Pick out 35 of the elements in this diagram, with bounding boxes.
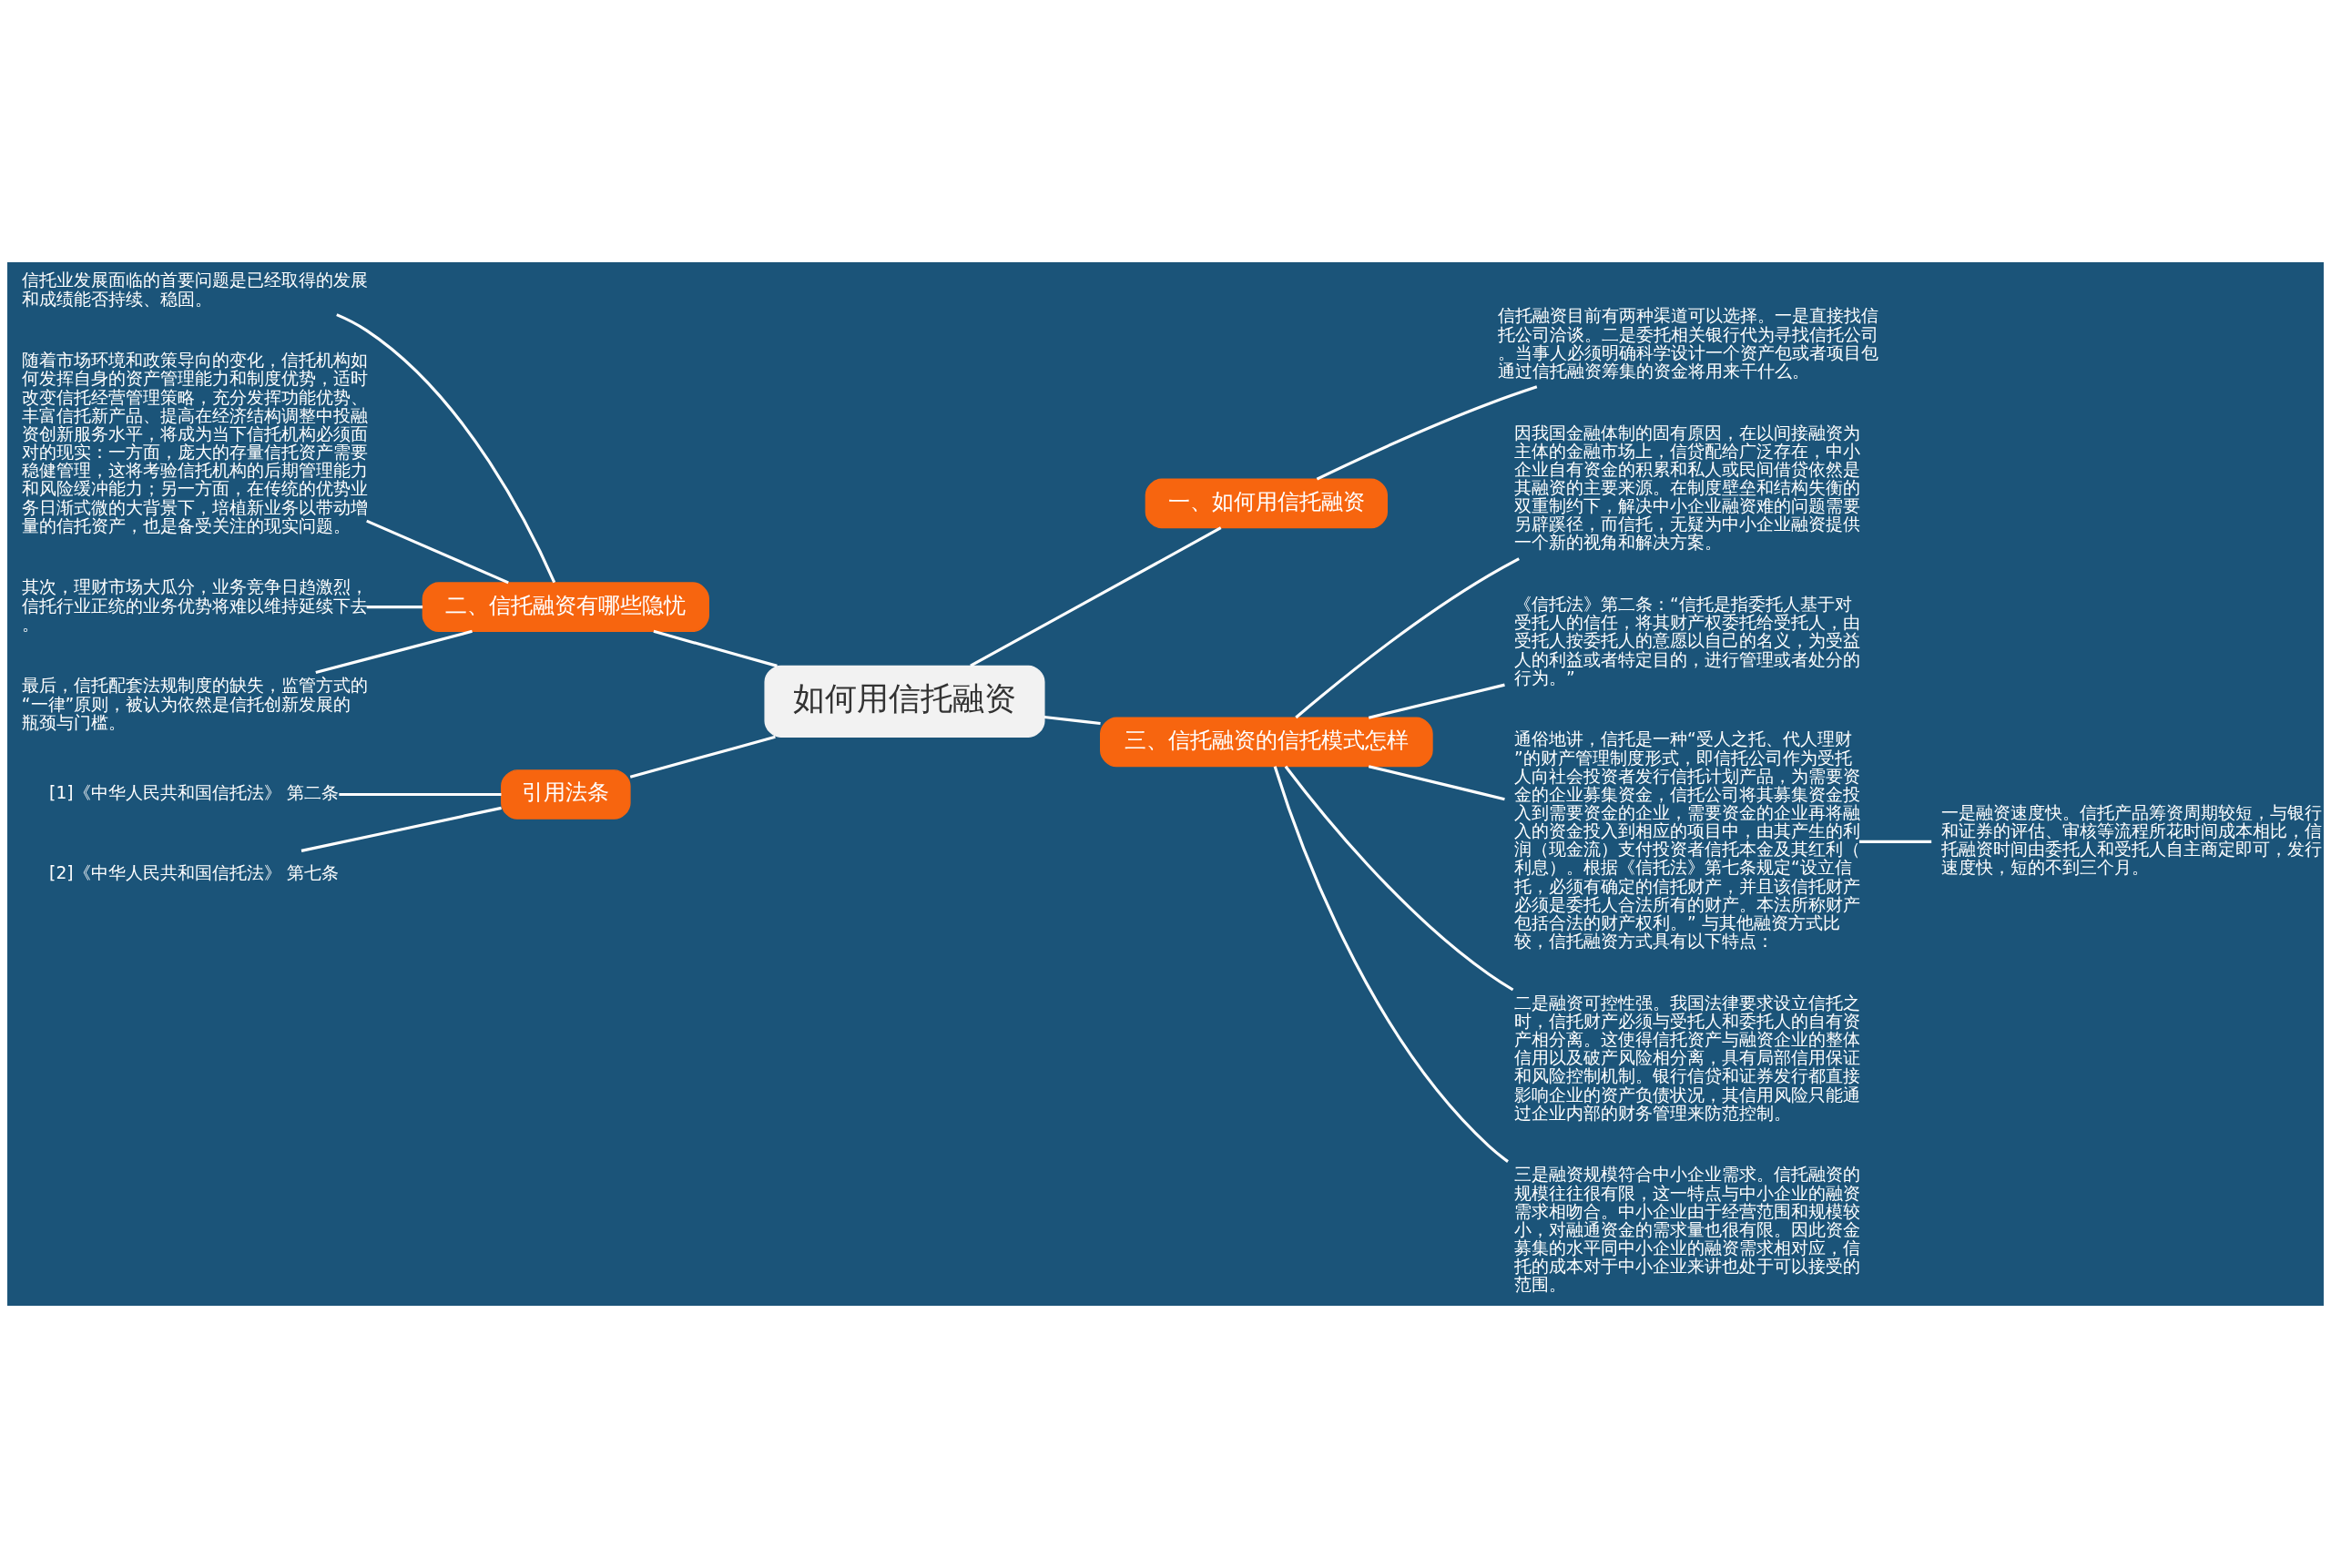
connector [653, 629, 778, 667]
connector [300, 806, 502, 852]
connector [1043, 715, 1101, 726]
node-box: 如何用信托融资 [764, 665, 1045, 738]
node-text: 最后，信托配套法规制度的缺失，监管方式的“一律”原则，被认为依然是信托创新发展的瓶颈与门槛。 [21, 676, 368, 732]
node-text: 通俗地讲，信托是一种“受人之托、代人理财”的财产管理制度形式，即信托公司作为受托人向社会投资者发行信托计划产品，为需要资金的企业募集资金，信托公司将其募集资金投入到需要资金的企业，需要资金的企业再将融入的资金投入到相应的项目中，由其产生的利润（现金流）支付投资者信托本金及其红利（利息）。根据《信托法》第七条规定“设立信托，必须有确定的信托财产，并且该信托财产必须是委托人合法所有的财产。本法所称财产包括合法的财产权利。” 与其他融资方式比较，信托融资方式具有以下特点： [1513, 729, 1860, 952]
connector [366, 519, 509, 585]
node-text: 随着市场环境和政策导向的变化，信托机构如何发挥自身的资产管理能力和制度优势，适时改变信托经营管理策略，充分发挥功能优势、丰富信托新产品、提高在经济结构调整中投融资创新服务水平，将成为当下信托机构必须面对的现实：一方面，庞大的存量信托资产需要稳健管理，这将考验信托机构的后期管理能力和风险缓冲能力；另一方面，在传统的优势业务日渐式微的大背景下，培植新业务以带动增量的信托资产，也是备受关注的现实问题。 [21, 351, 368, 535]
node-text: 二是融资可控性强。我国法律要求设立信托之时，信托财产必须与受托人和委托人的自有资产相分离。这使得信托资产与融资企业的整体信用以及破产风险相分离，具有局部信用保证和风险控制机制。银行信贷和证券发行都直接影响企业的资产负债状况，其信用风险只能通过企业内部的财务管理来防范控制。 [1513, 993, 1860, 1123]
connector [315, 629, 473, 675]
node-text: 三是融资规模符合中小企业需求。信托融资的规模往往很有限，这一特点与中小企业的融资需求相吻合。中小企业由于经营范围和规模较小，对融通资金的需求量也很有限。因此资金募集的水平同中小企业的融资需求相对应，信托的成本对于中小企业来讲也处于可以接受的范围。 [1513, 1165, 1860, 1295]
connector [1273, 766, 1509, 1163]
node-box: 二、信托融资有哪些隐忧 [422, 582, 709, 632]
connector [629, 735, 776, 779]
connector [366, 606, 423, 609]
node-text: 因我国金融体制的固有原因，在以间接融资为主体的金融市场上，信贷配给广泛存在，中小企业自有资金的积累和私人或民间借贷依然是其融资的主要来源。在制度壁垒和结构失衡的双重制约下，解决中小企业融资难的问题需要另辟蹊径，而信托，无疑为中小企业融资提供一个新的视角和解决方案。 [1513, 423, 1860, 553]
node-text: [2]《中华人民共和国信托法》 第七条 [49, 863, 339, 883]
connector [1368, 683, 1505, 719]
connector [1295, 557, 1520, 719]
connector [339, 792, 502, 797]
node-text: [1]《中华人民共和国信托法》 第二条 [49, 783, 339, 803]
node-box: 引用法条 [501, 769, 631, 820]
connector [1368, 765, 1505, 801]
node-text: 其次，理财市场大瓜分，业务竞争日趋激烈，信托行业正统的业务优势将难以维持延续下去。 [21, 577, 368, 634]
connector [970, 526, 1222, 667]
node-text: 《信托法》第二条：“信托是指委托人基于对受托人的信任，将其财产权委托给受托人，由受托人按委托人的意愿以自己的名义，为受益人的利益或者特定目的，进行管理或者处分的行为。” [1513, 595, 1860, 687]
node-text: 信托融资目前有两种渠道可以选择。一是直接找信托公司洽谈。二是委托相关银行代为寻找信托公司。当事人必须明确科学设计一个资产包或者项目包通过信托融资筹集的资金将用来干什么。 [1497, 306, 1878, 381]
connector [1316, 385, 1538, 481]
node-text: 信托业发展面临的首要问题是已经取得的发展和成绩能否持续、稳固。 [21, 270, 368, 309]
node-box: 一、如何用信托融资 [1145, 478, 1389, 529]
connector [1284, 765, 1514, 992]
node-text: 一是融资速度快。信托产品筹资周期较短，与银行和证券的评估、审核等流程所花时间成本相比，信托融资时间由委托人和受托人自主商定即可，发行速度快，短的不到三个月。 [1940, 803, 2322, 878]
connector [1858, 840, 1932, 843]
connector [336, 313, 556, 584]
node-box: 三、信托融资的信托模式怎样 [1100, 717, 1433, 768]
